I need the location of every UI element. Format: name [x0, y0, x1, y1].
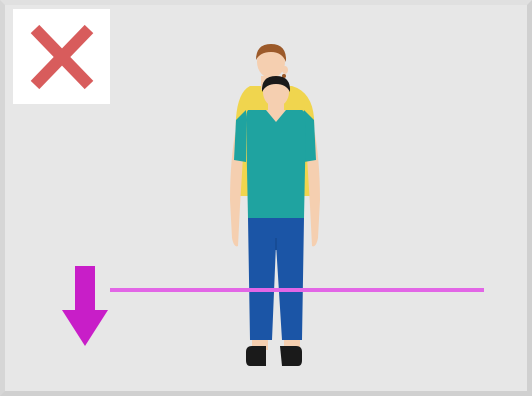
front-person — [230, 76, 320, 366]
arrow-down-icon — [62, 266, 108, 346]
